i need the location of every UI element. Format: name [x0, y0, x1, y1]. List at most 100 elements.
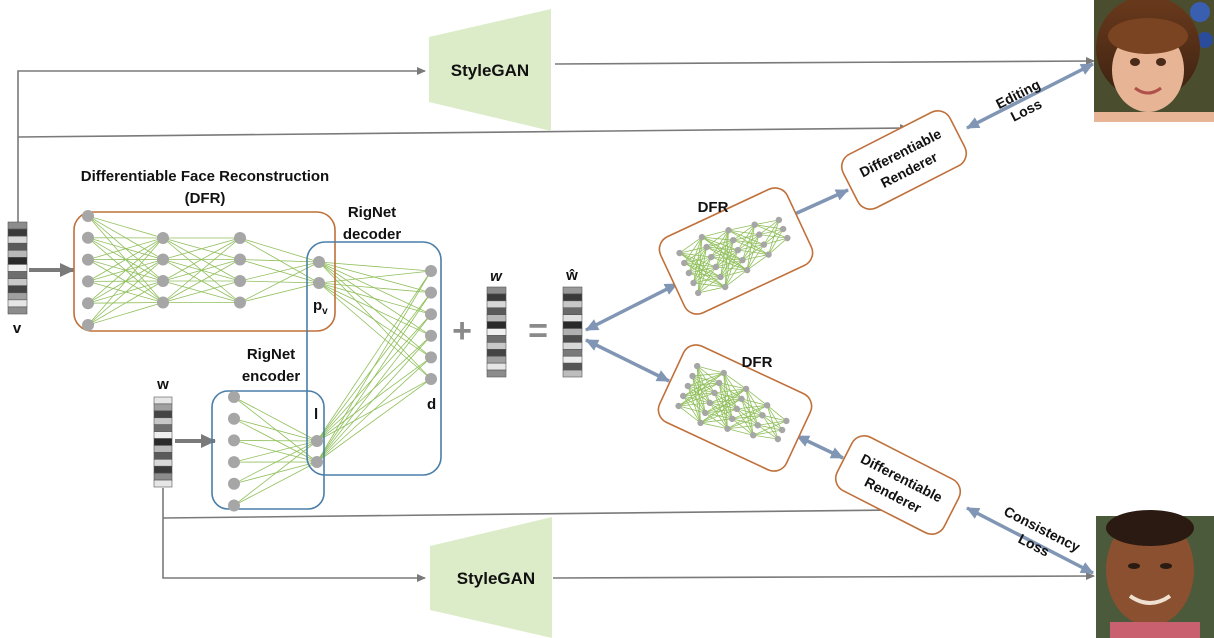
network-node [234, 296, 246, 309]
vector-cell [153, 438, 173, 446]
network-node [765, 251, 772, 258]
vector-cell [153, 396, 173, 405]
v-vector-label: v [13, 320, 22, 337]
network-node [689, 372, 696, 380]
network-node [720, 369, 727, 377]
vector-cell [562, 362, 583, 371]
stylegan-bottom-label: StyleGAN [457, 569, 535, 588]
dfr-top-label: DFR [698, 199, 729, 216]
encoder-mesh [233, 396, 318, 506]
network-node [82, 231, 94, 244]
network-node [728, 415, 736, 423]
vector-cell [7, 292, 28, 301]
vector-cell [7, 221, 28, 230]
network-node [711, 389, 718, 397]
renderer-top: Differentiable Renderer [840, 110, 968, 210]
vector-cell [486, 286, 507, 295]
man-face-photo [1096, 510, 1214, 638]
network-node [708, 253, 715, 261]
vector-cell [562, 342, 583, 350]
rignet-decoder-line1: RigNet [348, 204, 396, 221]
vector-cell [562, 355, 583, 364]
network-node [751, 221, 758, 228]
vector-cell [486, 342, 507, 350]
rignet-encoder-box [211, 390, 325, 510]
network-node [157, 253, 169, 266]
vector-cell [486, 321, 507, 329]
network-node [82, 210, 94, 222]
stylegan-top-block [429, 9, 551, 131]
network-node [749, 432, 757, 439]
network-node [234, 253, 246, 266]
vector-cell [562, 293, 583, 302]
dfr-box [73, 211, 336, 332]
network-node [680, 392, 687, 400]
network-node [759, 412, 766, 419]
network-node [701, 409, 709, 417]
equals-sign: = [528, 312, 548, 350]
rignet-decoder-line2: decoder [343, 226, 402, 243]
vector-cell [153, 445, 173, 453]
vector-cell [486, 328, 507, 336]
network-node [684, 382, 692, 390]
network-node [763, 402, 771, 409]
vector-cell [562, 349, 583, 357]
network-node [778, 426, 786, 434]
v-vector [7, 221, 28, 315]
vector-cell [153, 410, 173, 419]
network-node [760, 241, 768, 248]
network-node [82, 319, 94, 331]
w-mid-label: w [490, 268, 503, 285]
network-node [784, 234, 791, 242]
network-node [685, 269, 693, 277]
network-node [775, 216, 783, 224]
renderer-bottom: Differentiable Renderer [834, 435, 962, 535]
network-node [425, 265, 437, 277]
network-node [729, 236, 737, 244]
vector-cell [486, 369, 507, 378]
network-node [228, 391, 240, 403]
vector-cell [7, 242, 28, 251]
blue-arrows [585, 62, 1094, 575]
network-node [690, 279, 697, 287]
network-node [734, 246, 742, 254]
stylegan-top-label: StyleGAN [451, 61, 529, 80]
vector-cell [562, 300, 583, 309]
vector-cell [7, 235, 28, 244]
network-node [742, 385, 750, 393]
w-left-label: w [156, 376, 169, 393]
network-node [675, 402, 682, 410]
vector-cell [7, 278, 28, 286]
network-node [697, 419, 704, 427]
network-node [721, 283, 729, 291]
vector-cell [153, 452, 173, 460]
network-node [724, 425, 731, 432]
vector-cell [562, 321, 583, 329]
network-node [311, 435, 323, 447]
vector-cell [7, 250, 28, 258]
dfr-title-line2: (DFR) [185, 190, 226, 207]
network-node [425, 373, 437, 385]
vector-cell [486, 314, 507, 322]
l-label: l [314, 406, 318, 423]
network-node [676, 249, 683, 257]
network-node [157, 232, 169, 244]
vector-cell [486, 335, 507, 343]
vector-cell [7, 271, 28, 279]
vector-cell [153, 479, 173, 488]
network-node [82, 275, 94, 288]
vector-cell [562, 328, 583, 336]
network-node [157, 275, 169, 287]
network-node [313, 256, 325, 268]
vector-cell [562, 335, 583, 343]
vector-cell [7, 306, 28, 315]
network-node [733, 405, 741, 413]
d-label: d [427, 396, 436, 413]
network-node [774, 435, 782, 443]
vector-cell [562, 286, 583, 295]
network-node [228, 499, 240, 512]
plus-sign: + [452, 312, 472, 350]
vector-cell [562, 307, 583, 315]
network-node [311, 456, 323, 468]
dfr-title-line1: Differentiable Face Reconstruction [81, 168, 329, 185]
